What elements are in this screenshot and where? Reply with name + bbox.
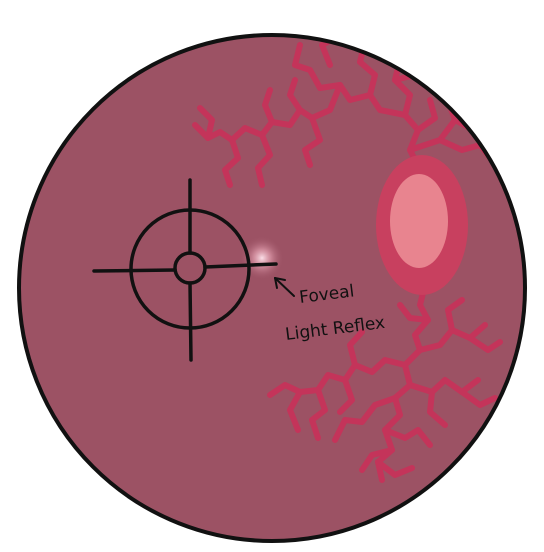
- crosshair-right-line: [203, 262, 278, 269]
- retinal-vessels: [192, 35, 503, 483]
- crosshair-left-line: [92, 268, 177, 273]
- crosshair-bottom-line: [188, 281, 193, 362]
- foveal-light-reflex-glow: [240, 236, 284, 280]
- annotation-arrow: [274, 277, 295, 297]
- optic-disc-cup: [390, 174, 448, 268]
- crosshair-target: [92, 178, 278, 362]
- fundus-outline: [17, 33, 527, 543]
